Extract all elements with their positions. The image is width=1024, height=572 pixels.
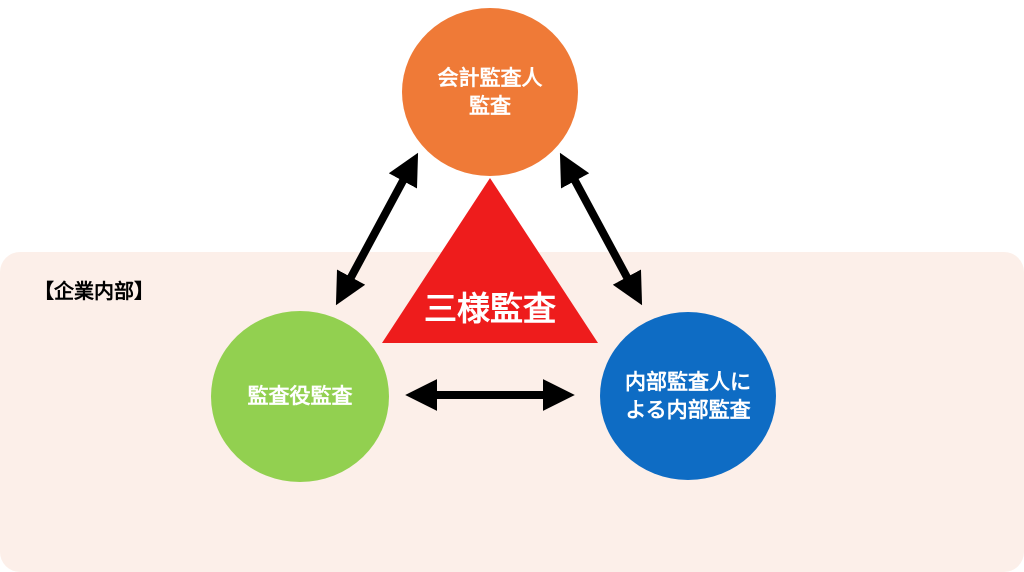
node-internal-audit-line2: よる内部監査	[625, 398, 751, 422]
node-corporate-auditor-label: 監査役監査	[247, 384, 353, 409]
internal-area-label: 【企業内部】	[34, 279, 154, 303]
arrow-top-right	[559, 152, 643, 306]
node-external-auditor: 会計監査人 監査	[402, 8, 578, 176]
arrow-top-left	[335, 152, 419, 306]
node-external-auditor-line1: 会計監査人	[437, 65, 543, 90]
center-label: 三様監査	[424, 289, 556, 328]
node-internal-audit-line1: 内部監査人に	[625, 369, 751, 394]
center-triangle	[382, 178, 598, 343]
node-external-auditor-line2: 監査	[469, 94, 511, 118]
node-corporate-auditor: 監査役監査	[211, 311, 389, 482]
node-internal-audit: 内部監査人に よる内部監査	[600, 312, 776, 480]
